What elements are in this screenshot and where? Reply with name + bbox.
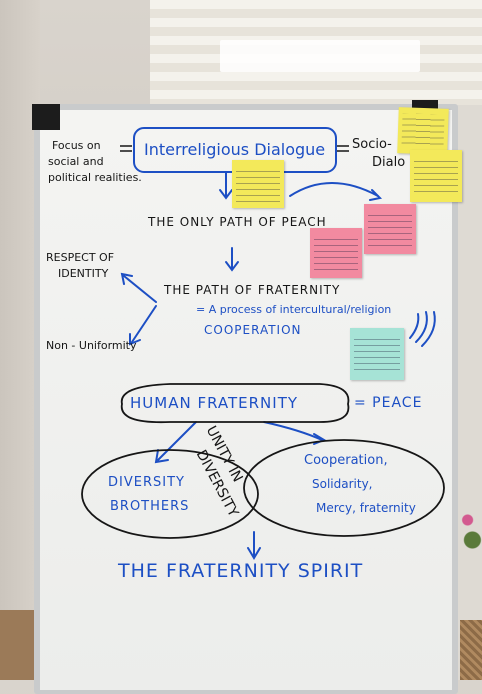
brothers-text: BROTHERS: [110, 499, 190, 514]
equals-peace-text: = PEACE: [354, 395, 423, 411]
arrow-to-left-oval: [157, 421, 197, 461]
board-clip-right: [412, 100, 438, 110]
arrowhead-only-path-down: [225, 261, 239, 272]
arrowhead-to-non-uniformity: [129, 333, 141, 346]
arrowhead-to-respect: [120, 272, 133, 285]
scribble-lines: [409, 311, 436, 347]
non-uniformity-text: Non - Uniformity: [46, 339, 137, 352]
equals-left: [120, 145, 132, 152]
arrowhead-title-down: [219, 189, 233, 200]
process-text: = A process of intercultural/religion: [196, 303, 392, 316]
floor: [0, 610, 40, 680]
right-oval-line-1: Cooperation,: [304, 453, 388, 468]
human-fraternity-outline: [120, 383, 350, 424]
right-oval: [243, 439, 445, 537]
title-box-text: Interreligious Dialogue: [144, 140, 326, 159]
arrow-to-right-oval: [263, 421, 323, 441]
sticky-note-teal: [350, 328, 404, 380]
bottom-title-text: THE FRATERNITY SPIRIT: [118, 560, 364, 582]
plant: [458, 505, 482, 555]
sticky-note-yellow-right: [410, 150, 462, 202]
arrowhead-curve-right: [369, 189, 383, 201]
diversity-text: DIVERSITY: [108, 475, 185, 490]
right-oval-line-2: Solidarity,: [312, 477, 373, 491]
focus-line-3: political realities.: [48, 171, 142, 184]
arrow-to-respect: [123, 275, 157, 303]
only-path-text: THE ONLY PATH OF PEACH: [148, 215, 327, 229]
path-fraternity-text: THE PATH OF FRATERNITY: [164, 283, 341, 297]
left-oval: [81, 449, 259, 539]
sticky-note-yellow-top-right: [397, 107, 449, 155]
right-oval-line-3: Mercy, fraternity: [316, 501, 416, 515]
respect-line-2: IDENTITY: [58, 267, 109, 280]
board-clip-left: [32, 104, 60, 130]
cooperation-text: COOPERATION: [204, 323, 302, 337]
socio-line-1: Socio-: [352, 137, 392, 152]
window-light: [220, 40, 420, 72]
focus-line-2: social and: [48, 155, 104, 168]
arrowhead-to-left-oval: [154, 449, 169, 464]
respect-line-1: RESPECT OF: [46, 251, 115, 264]
arrow-curve-right: [289, 182, 379, 197]
human-fraternity-text: HUMAN FRATERNITY: [130, 394, 299, 412]
arrowhead-to-bottom: [247, 547, 261, 560]
equals-right: [337, 145, 349, 152]
basket: [460, 620, 482, 680]
sticky-note-pink-right: [364, 204, 416, 254]
sticky-note-pink-left: [310, 228, 362, 278]
focus-line-1: Focus on: [52, 139, 101, 152]
sticky-note-yellow-center: [232, 160, 284, 208]
arrow-to-non-uniformity: [131, 305, 157, 343]
socio-line-2: Dialo: [372, 155, 406, 170]
